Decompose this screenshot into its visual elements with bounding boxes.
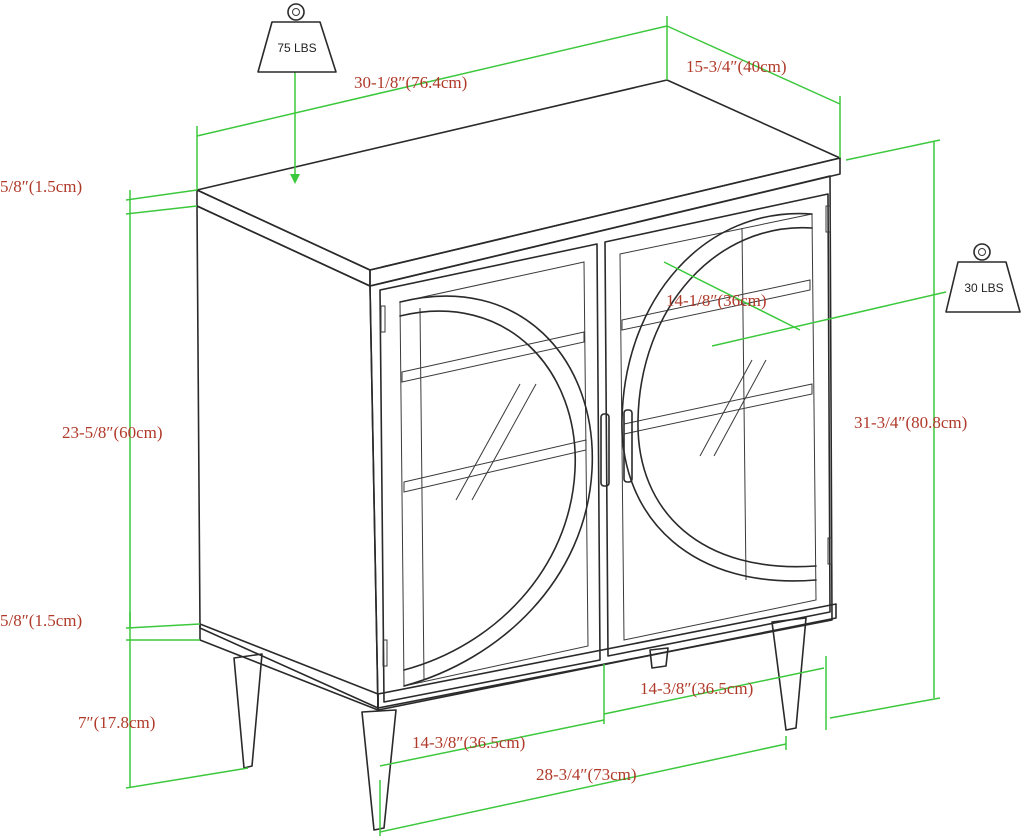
interior-back-post-right: [741, 227, 747, 581]
hinge-left-top: [380, 305, 386, 333]
dim-line-leg-span-left: [379, 719, 605, 767]
right-door-handle: [623, 409, 633, 483]
dim-line-leg-span-right: [603, 667, 825, 715]
interior-back-post-left: [419, 307, 425, 681]
lower-shelf-right: [623, 383, 813, 435]
upper-shelf-right: [621, 279, 811, 331]
cabinet-bottom-rail-side: [199, 623, 379, 711]
upper-shelf-left: [401, 331, 585, 383]
glass-reflection-left-2: [471, 383, 537, 501]
dim-ext-body-height-bottom: [125, 623, 201, 629]
right-door-arch-inner: [637, 227, 817, 568]
cabinet-top-side-edge: [196, 189, 371, 287]
left-door-frame: [379, 243, 601, 703]
label-total-height: 31-3/4″(80.8cm): [854, 413, 967, 432]
hinge-left-bottom: [382, 639, 388, 667]
hinge-right-top: [825, 205, 831, 233]
weight-block-icon: [257, 21, 337, 73]
leg-back-right: [649, 647, 669, 669]
weight-ring-inner-icon: [978, 248, 986, 256]
hinge-right-bottom: [827, 537, 833, 565]
glass-reflection-left-1: [455, 383, 521, 501]
weight-top-label: 75 LBS: [277, 41, 316, 55]
weight-shelf-label: 30 LBS: [964, 281, 1003, 295]
glass-reflection-right-1: [699, 359, 753, 457]
dim-line-interior-depth: [711, 291, 947, 347]
dim-line-interior-depth-arrow: [663, 261, 801, 331]
label-top-thickness: 5/8″(1.5cm): [0, 177, 82, 196]
dim-line-top-thickness-1: [125, 189, 198, 201]
right-door-inner-frame: [619, 213, 817, 641]
dim-ext-leg-height-bottom: [125, 767, 249, 789]
dim-ext-total-height-bottom: [829, 697, 941, 719]
label-bottom-thickness: 5/8″(1.5cm): [0, 611, 82, 630]
right-door-frame: [604, 193, 831, 657]
dim-line-base-width: [379, 743, 787, 833]
dim-line-top-thickness-2: [125, 205, 198, 215]
weight-ring-inner-icon: [292, 8, 300, 16]
left-door-handle: [600, 413, 610, 487]
cabinet-front-face: [369, 175, 833, 709]
left-door-arch-inner: [399, 310, 576, 671]
dim-ext-total-height-top: [845, 139, 941, 161]
lower-shelf-left: [403, 439, 587, 493]
weight-arrow-top-head: [290, 174, 300, 184]
leg-front-left: [361, 709, 397, 831]
dim-line-depth-top: [666, 25, 841, 105]
cabinet-drawing: [196, 79, 841, 831]
weight-ring-icon: [973, 243, 991, 261]
dimension-labels: 30-1/8″(76.4cm) 15-3/4″(40cm) 5/8″(1.5cm…: [0, 57, 967, 784]
label-leg-height: 7″(17.8cm): [78, 713, 155, 732]
weight-tag-top: 75 LBS: [257, 3, 337, 73]
label-leg-span-right: 14-3/8″(36.5cm): [640, 679, 753, 698]
label-leg-span-left: 14-3/8″(36.5cm): [412, 733, 525, 752]
label-width-top: 30-1/8″(76.4cm): [354, 73, 467, 92]
glass-reflection-right-2: [713, 359, 767, 457]
label-depth-top: 15-3/4″(40cm): [686, 57, 787, 76]
leg-front-right: [771, 617, 807, 731]
left-door-inner-frame: [399, 261, 589, 687]
weight-block-icon: [945, 261, 1021, 313]
dim-line-width-top: [196, 25, 668, 137]
label-interior-depth: 14-1/8″(36cm): [666, 291, 767, 310]
dimension-lines: [125, 16, 947, 836]
right-door-arch: [621, 212, 817, 582]
weight-ring-icon: [287, 3, 305, 21]
leg-back-left: [233, 653, 263, 769]
left-door-arch: [399, 295, 594, 687]
weight-tag-shelf: 30 LBS: [945, 243, 1021, 313]
label-base-width: 28-3/4″(73cm): [536, 765, 637, 784]
label-body-height: 23-5/8″(60cm): [62, 423, 163, 442]
